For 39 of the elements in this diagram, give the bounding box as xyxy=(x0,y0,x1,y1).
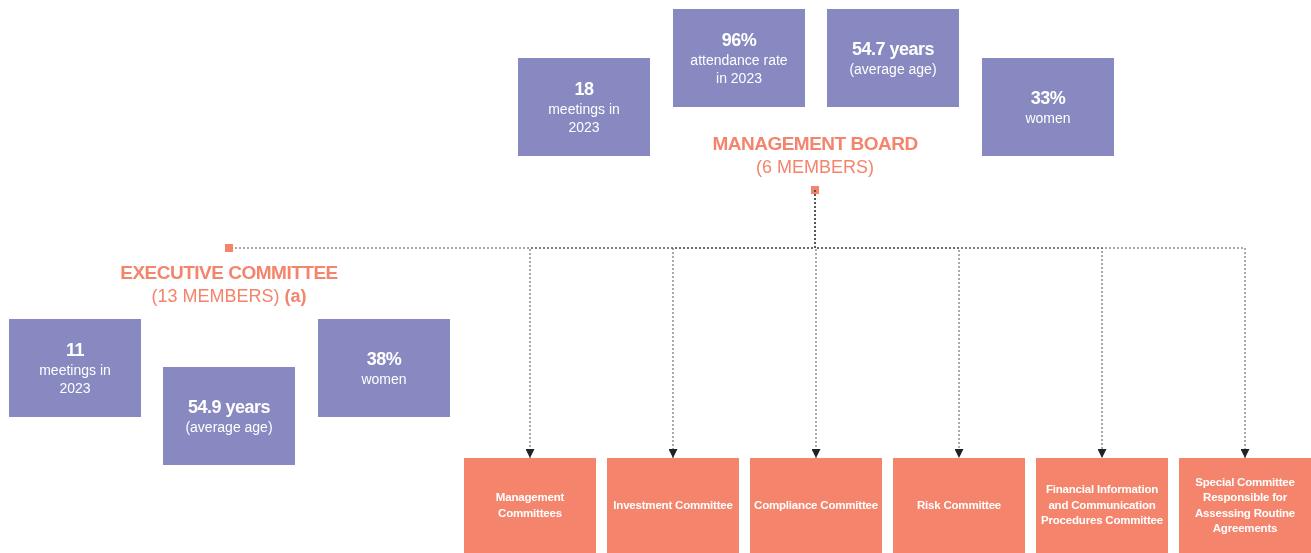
stat-box xyxy=(982,58,1114,156)
committee-box xyxy=(1179,458,1311,553)
stat-value: 54.7 years xyxy=(851,38,935,60)
stat-label: women xyxy=(1025,108,1071,127)
dotted-connector xyxy=(225,186,819,252)
stat-box xyxy=(518,58,650,156)
committee-box xyxy=(893,458,1025,553)
stat-value: 96% xyxy=(721,29,757,51)
stat-label: attendance rate in 2023 xyxy=(689,50,789,87)
stat-box xyxy=(827,9,959,107)
stat-label: (average age) xyxy=(849,59,937,78)
committee-name: Special Committee Responsible for Assessing Routine Agreements xyxy=(1193,474,1297,536)
stat-box xyxy=(163,367,295,465)
committee-name: Management Committees xyxy=(494,490,566,521)
body-title: MANAGEMENT BOARD xyxy=(712,132,918,156)
stat-box xyxy=(318,319,450,417)
body-title: EXECUTIVE COMMITTEE xyxy=(120,261,338,285)
stat-value: 18 xyxy=(574,78,594,100)
dotted-connector xyxy=(814,189,1250,459)
stat-value: 54.9 years xyxy=(187,396,271,418)
stat-box xyxy=(9,319,141,417)
member-count: (13 MEMBERS) (a) xyxy=(151,285,307,308)
stat-value: 33% xyxy=(1030,87,1066,109)
committee-box xyxy=(464,458,596,553)
committee-box xyxy=(607,458,739,553)
stat-value: 38% xyxy=(366,348,402,370)
member-count: (6 MEMBERS) xyxy=(756,156,874,179)
committee-name: Compliance Committee xyxy=(754,497,878,513)
stat-value: 11 xyxy=(66,339,84,361)
stat-label: meetings in 2023 xyxy=(547,99,621,136)
stat-label: women xyxy=(361,369,407,388)
stat-label: (average age) xyxy=(185,417,273,436)
stat-box xyxy=(673,9,805,107)
committee-name: Investment Committee xyxy=(613,497,733,513)
committee-box xyxy=(750,458,882,553)
committee-box xyxy=(1036,458,1168,553)
committee-name: Financial Information and Communication Procedures Committee xyxy=(1040,482,1164,529)
stat-label: meetings in 2023 xyxy=(38,360,112,397)
committee-name: Risk Committee xyxy=(916,497,1002,513)
